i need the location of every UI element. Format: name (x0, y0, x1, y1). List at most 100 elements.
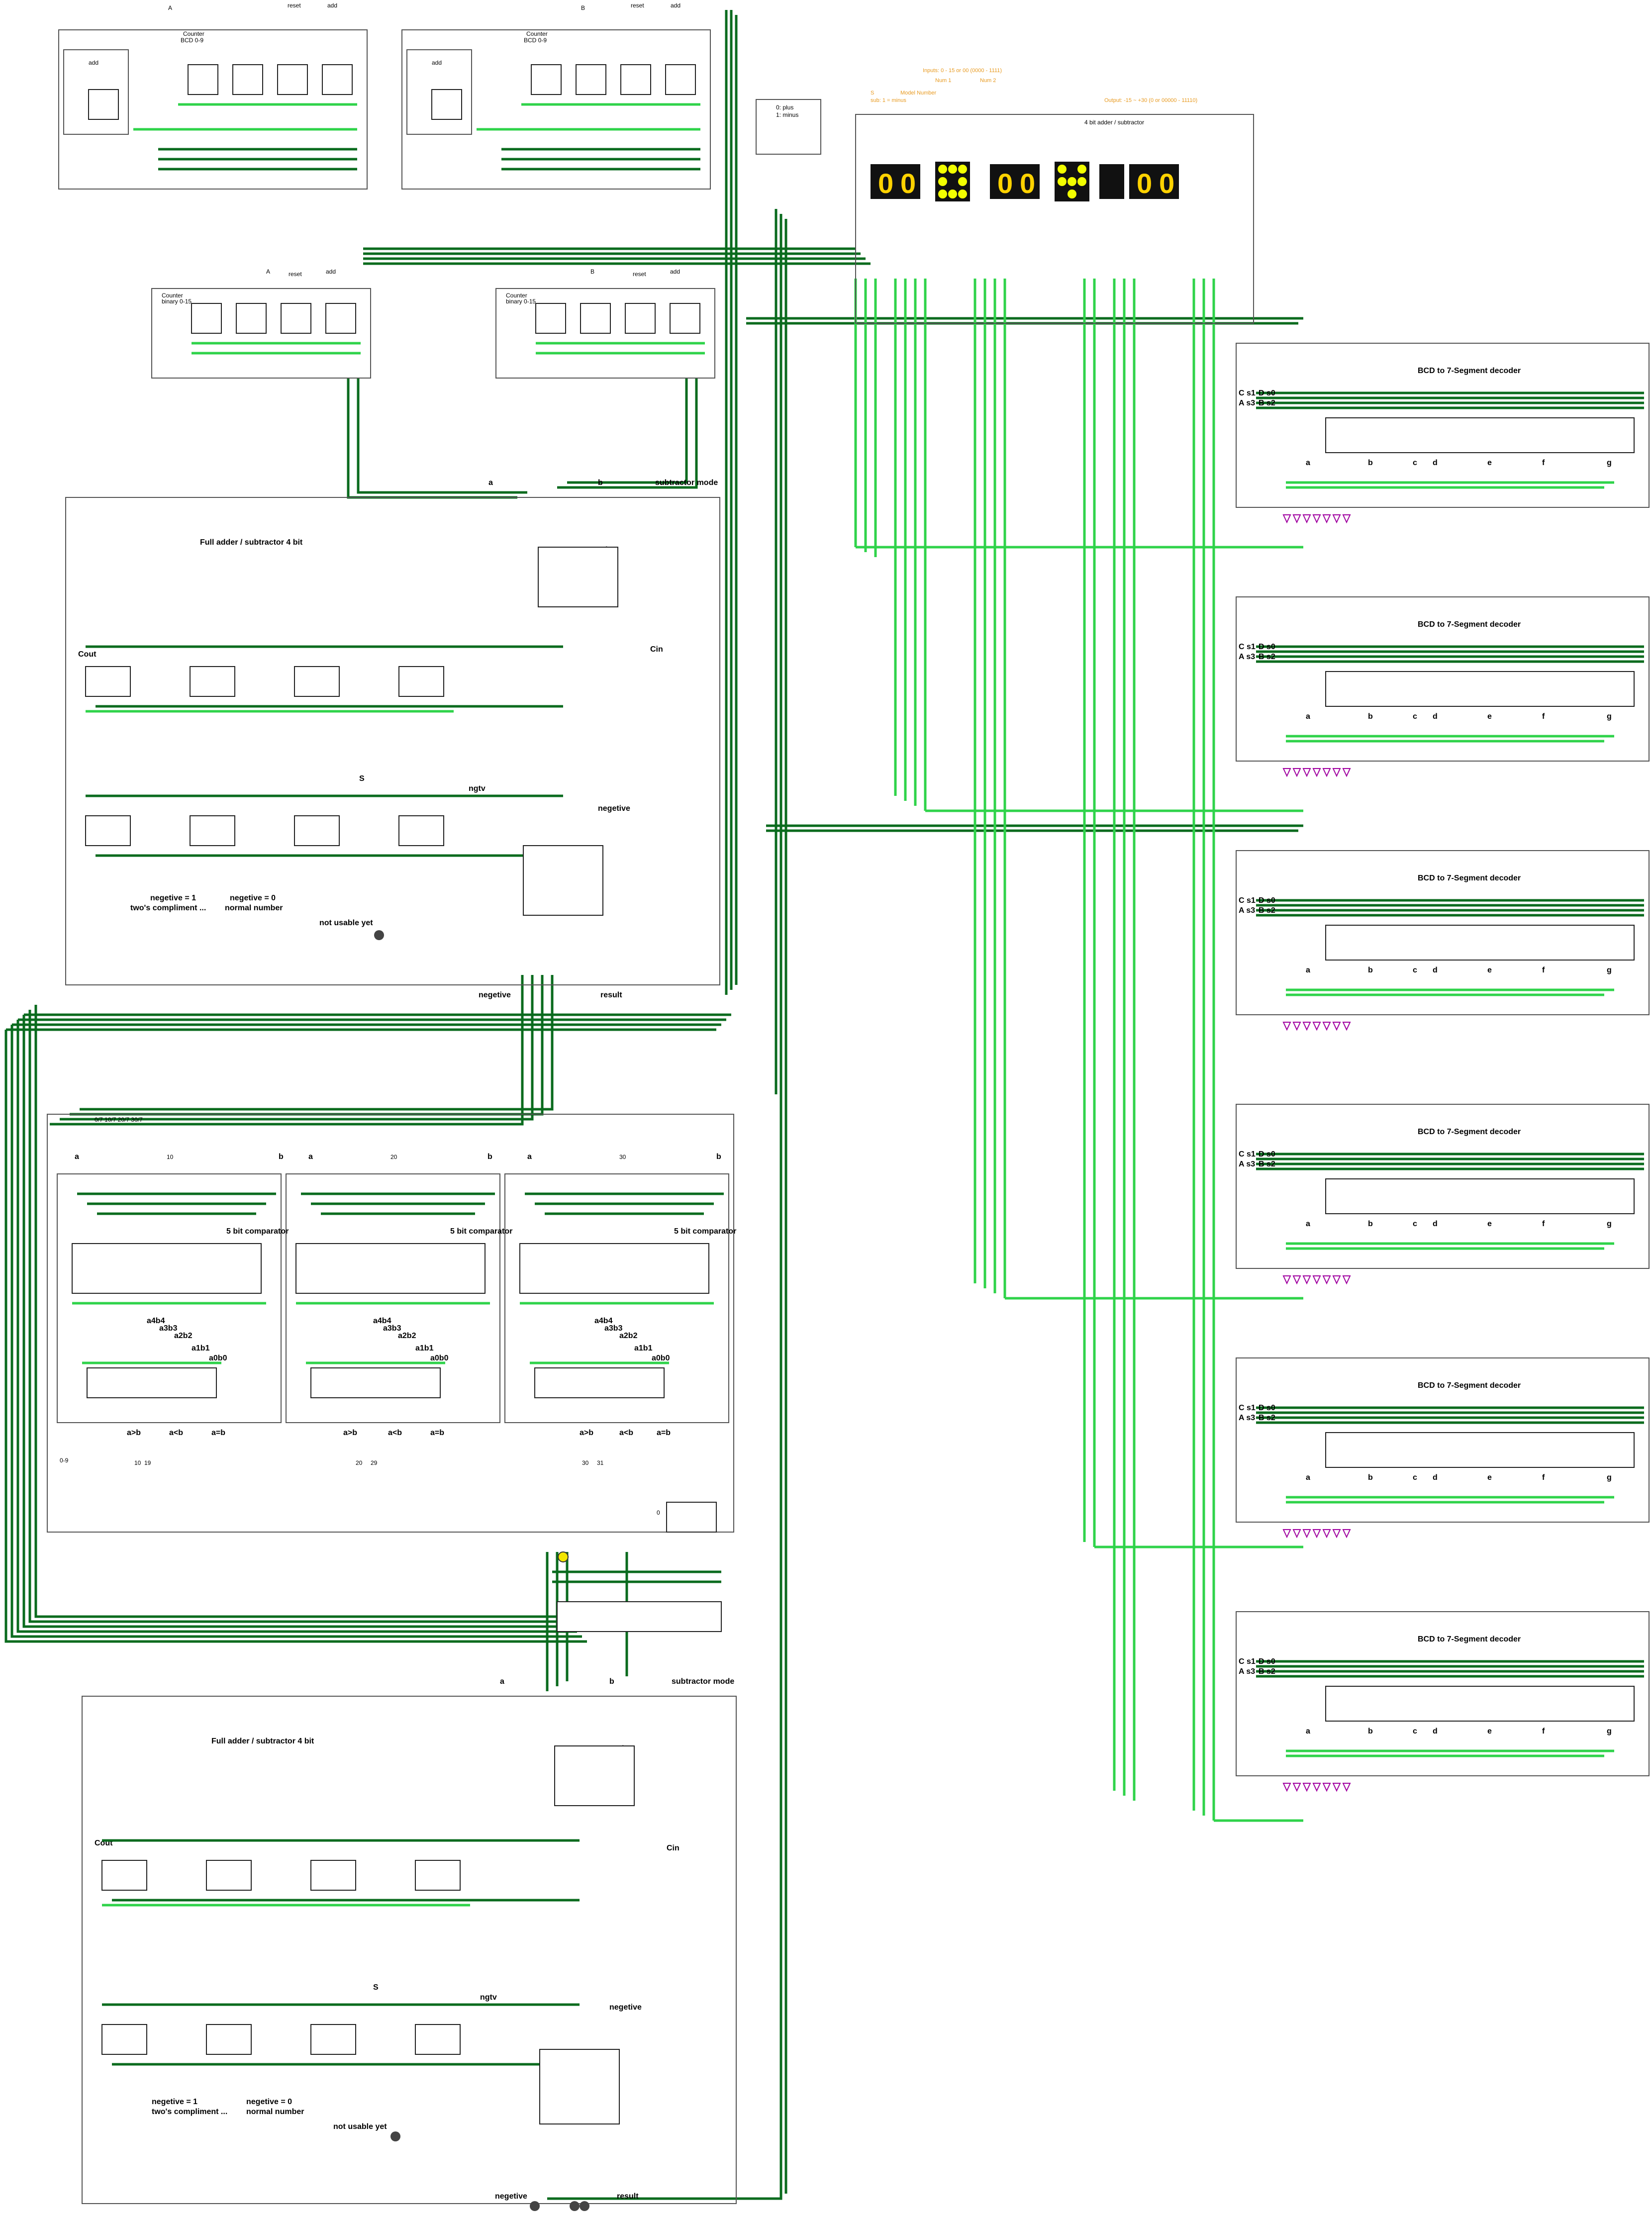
digit-1: 0 (878, 168, 893, 199)
decoder-out-g: g (1607, 712, 1612, 721)
flag-model: Model Number (900, 90, 936, 96)
counter-title: Counter (506, 292, 527, 299)
decoder-in-c: C s1 (1239, 389, 1256, 397)
out-code-2: 31 (597, 1459, 604, 1466)
output-pin (1312, 514, 1321, 524)
decoder-in-a: A s3 (1239, 399, 1255, 407)
normal-note: normal number (246, 2108, 304, 2116)
decoder-title: BCD to 7-Segment decoder (1418, 620, 1521, 629)
not-usable-led (374, 930, 384, 940)
decoder-in-b: B s2 (1259, 1160, 1275, 1168)
lt-out: a<b (169, 1429, 183, 1437)
seven-seg-2: 0 0 (990, 164, 1040, 199)
counter-subtitle: BCD 0-9 (181, 37, 203, 44)
counter-input-label: B (590, 268, 594, 275)
decoder-out-f: f (1542, 459, 1545, 467)
add-pin-label: add (432, 59, 442, 66)
pair-a3b3: a3b3 (383, 1324, 401, 1333)
eq-out: a=b (657, 1429, 671, 1437)
flipflop (232, 64, 263, 95)
flipflop (431, 89, 462, 120)
decoder-in-a: A s3 (1239, 653, 1255, 661)
negative-label: negetive (609, 2003, 642, 2012)
decoder-in-c: C s1 (1239, 1657, 1256, 1666)
output-pin (1342, 1275, 1351, 1285)
output-pin (1292, 768, 1301, 777)
decoder-out-a: a (1306, 1727, 1310, 1736)
decoder-out-f: f (1542, 712, 1545, 721)
normal-note: normal number (225, 904, 283, 912)
output-pin (1322, 1275, 1331, 1285)
result-out: result (600, 991, 622, 999)
flipflop (620, 64, 651, 95)
decoder-out-e: e (1487, 459, 1492, 467)
pair-a4b4: a4b4 (373, 1317, 391, 1325)
out-code-1: 30 (582, 1459, 589, 1466)
pair-a3b3: a3b3 (604, 1324, 623, 1333)
comparator-code: 10 (167, 1154, 174, 1160)
output-pin (1332, 514, 1341, 524)
decoder-in-d: D s0 (1259, 1404, 1275, 1412)
output-pin (1322, 768, 1331, 777)
num1-label: Num 1 (935, 78, 951, 84)
output-pin (1312, 1783, 1321, 1792)
decoder-out-a: a (1306, 459, 1310, 467)
decoder-column: BCD to 7-Segment decoder C s1 A s3 D s0 B s2… (1236, 343, 1650, 1792)
decoder-out-b: b (1368, 966, 1373, 974)
lt-out: a<b (388, 1429, 402, 1437)
flipflop (322, 64, 353, 95)
output-pin (1332, 1022, 1341, 1031)
neg-note-1: negetive = 1 (150, 894, 196, 902)
decoder-in-a: A s3 (1239, 906, 1255, 915)
out-code-1: 10 (134, 1459, 141, 1466)
decoder-in-a: A s3 (1239, 1414, 1255, 1422)
adder-1: Full adder / subtractor 4 bit a b subtra… (65, 479, 720, 999)
digit-6: 0 (1159, 168, 1174, 199)
counter-subtitle: BCD 0-9 (524, 37, 547, 44)
led-matrix-1 (935, 162, 970, 201)
display-panel: 0: plus 1: minus Inputs: 0 - 15 or 00 (0… (756, 68, 1254, 324)
mode-selector[interactable] (756, 99, 821, 155)
decoder-in-d: D s0 (1259, 896, 1275, 905)
decoder-title: BCD to 7-Segment decoder (1418, 1381, 1521, 1390)
decoder-out-c: c (1413, 712, 1417, 721)
pair-a0b0: a0b0 (430, 1354, 449, 1362)
decoder-out-d: d (1433, 1727, 1438, 1736)
s-label: S (373, 1983, 379, 1992)
selector-logic (552, 1502, 722, 1632)
eq-out: a=b (430, 1429, 444, 1437)
output-pin (1282, 1275, 1291, 1285)
decoder-out-c: c (1413, 1220, 1417, 1228)
output-pin (1292, 1529, 1301, 1539)
cin-label: Cin (667, 1844, 680, 1852)
input-note: Inputs: 0 - 15 or 00 (0000 - 1111) (923, 68, 1002, 74)
decoder-in-b: B s2 (1259, 1667, 1275, 1676)
decoder-out-d: d (1433, 966, 1438, 974)
reset-label: reset (631, 2, 644, 9)
digit-5: 0 (1137, 168, 1152, 199)
reset-label: reset (633, 271, 646, 278)
a-label: a (75, 1153, 79, 1161)
pair-a0b0: a0b0 (209, 1354, 227, 1362)
decoder-in-b: B s2 (1259, 653, 1275, 661)
comparator-code: 30 (619, 1154, 626, 1160)
binary-counter-b: B reset add Counter binary 0-15 (495, 268, 715, 379)
counter-title: Counter (162, 292, 183, 299)
output-pin (1282, 1783, 1291, 1792)
cin-label: Cin (650, 645, 663, 654)
adder-title: Full adder / subtractor 4 bit (200, 538, 303, 547)
pair-a3b3: a3b3 (159, 1324, 178, 1333)
mode-minus: 1: minus (776, 111, 798, 118)
twos-note: two's compliment ... (130, 904, 206, 912)
output-pin (1342, 768, 1351, 777)
decoder-out-b: b (1368, 1473, 1373, 1482)
decoder-out-a: a (1306, 1473, 1310, 1482)
indicator-led (558, 1551, 569, 1562)
counter-input-label: A (266, 268, 270, 275)
neg-note-0: negetive = 0 (246, 2098, 292, 2106)
xor-bank (554, 1745, 635, 1806)
adder-title: Full adder / subtractor 4 bit (211, 1737, 314, 1745)
eq-out: a=b (211, 1429, 225, 1437)
